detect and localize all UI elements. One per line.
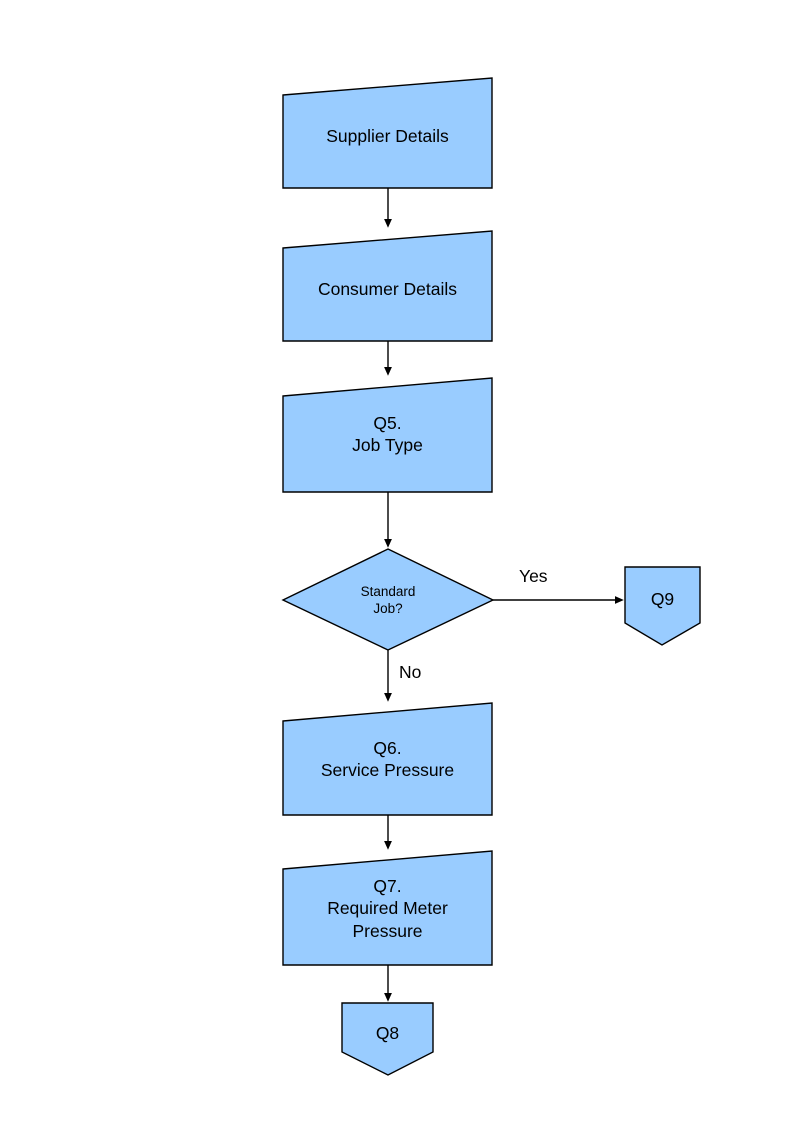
node-shape-q7-required-meter-pressure[interactable] [282,850,493,966]
node-shape-q5-job-type[interactable] [282,377,493,493]
node-shape-consumer-details[interactable] [282,230,493,342]
node-shape-q8[interactable] [341,1002,434,1076]
edge-label-no: No [399,662,422,682]
node-shape-standard-job-decision[interactable] [281,548,495,651]
connectors [384,188,624,1002]
node-shapes [281,77,701,1076]
edge-label-yes: Yes [519,566,548,586]
node-shape-supplier-details[interactable] [282,77,493,189]
node-shape-q6-service-pressure[interactable] [282,702,493,816]
node-shape-q9[interactable] [624,566,701,646]
